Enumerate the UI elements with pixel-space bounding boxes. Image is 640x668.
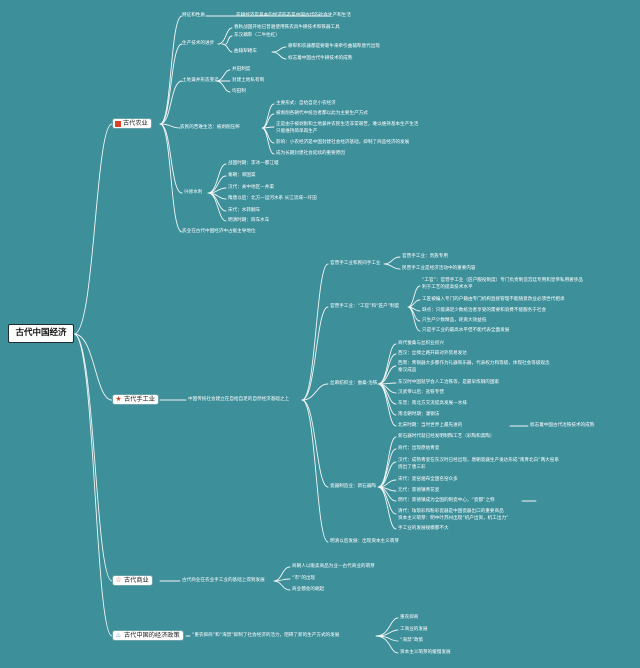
node-ceramic[interactable]: 瓷器制造业：新石器陶 <box>330 484 376 489</box>
node-water-6[interactable]: 明清时期：筒车水车 <box>228 218 270 223</box>
branch-label: 古代农业 <box>123 120 148 127</box>
node-land[interactable]: 土地兼并形态变迁 <box>182 78 219 83</box>
node-textile-7[interactable]: 南北朝时期：灌钢法 <box>398 412 440 417</box>
node-feature[interactable]: 特征和性质 <box>182 13 205 18</box>
fire-icon: ♨ <box>115 632 122 639</box>
node-tools[interactable]: 生产技术的进步 <box>182 41 215 46</box>
node-textile-1[interactable]: 商代蚕桑与丝织业初兴 <box>398 341 444 346</box>
node-later[interactable]: 明清以后发展：出现资本主义萌芽 <box>330 539 399 544</box>
handicraft-intro[interactable]: 中国传统社会建立在自给自足的自然经济基础之上 <box>188 397 290 402</box>
node-small-2[interactable]: 被剥削各朝代中统治者都以此为主要生产方式 <box>276 111 368 116</box>
node-official[interactable]: 官营手工业：“工官”和“匠户”制度 <box>330 304 400 309</box>
node-textile-8b[interactable]: 标志着中国古代冶铁技术的成熟 <box>530 423 595 428</box>
root-node[interactable]: 古代中国经济 <box>8 324 74 343</box>
node-land-3[interactable]: 均田制 <box>232 89 246 94</box>
node-ceramic-6[interactable]: 明代：景德镇成为全国的制瓷中心，“瓷都”之称 <box>398 498 495 503</box>
branch-label: 古代中国的经济政策 <box>124 632 180 639</box>
node-c1[interactable]: 商朝人以贩卖商品为业—古代商业的萌芽 <box>292 564 375 569</box>
node-tools-2[interactable]: 东汉耦犁（二牛抬杠） <box>234 33 280 38</box>
node-water-2[interactable]: 秦朝：郑国渠 <box>228 173 256 178</box>
branch-policy[interactable]: ♨ 古代中国的经济政策 <box>112 630 184 641</box>
node-tools-3b[interactable]: 标志着中国古代牛耕技术的成熟 <box>288 56 353 61</box>
node-ceramic-2[interactable]: 商代：出现原始青瓷 <box>398 446 440 451</box>
node-tools-3[interactable]: 曲辕犁耧车 <box>234 49 257 54</box>
node-water[interactable]: 兴修水利 <box>184 190 203 195</box>
node-small-3b[interactable]: 只能维持简单再生产 <box>276 129 318 134</box>
node-p4[interactable]: 资本主义萌芽的缓慢发展 <box>400 650 451 655</box>
node-textile-4[interactable]: 东汉时中国就学会人工治铁等，是最早炼钢的国家 <box>398 380 500 385</box>
star-icon: ★ <box>115 395 122 403</box>
node-govt-2[interactable]: 民营手工业是经济活动中的重要内容 <box>402 266 476 271</box>
node-tools-1[interactable]: 春秋战国开始已普遍使用铁农具牛耕技术和铁器工具 <box>234 25 340 30</box>
flag-icon <box>115 120 121 127</box>
node-ceramic-7[interactable]: 清代：珐琅彩和粉彩瓷器是中国瓷器出口的重要商品 <box>398 509 504 514</box>
node-govt[interactable]: 官营手工业和民间手工业 <box>330 261 381 266</box>
node-c3[interactable]: 商业都会的崛起 <box>292 587 325 592</box>
node-water-5[interactable]: 宋代：水转翻车 <box>228 208 261 213</box>
node-p2[interactable]: 工商业的发展 <box>400 627 428 632</box>
node-ceramic-4[interactable]: 宋代：瓷窑遍布全国名窑众多 <box>398 477 458 482</box>
node-ceramic-8[interactable]: 手工业的发展规模都不大 <box>398 526 449 531</box>
node-textile-3b[interactable]: 秦汉成品 <box>398 368 417 373</box>
node-water-1[interactable]: 战国时期：李冰—都江堰 <box>228 161 279 166</box>
node-textile-8[interactable]: 北宋时期：当时世界上最先进的 <box>398 423 463 428</box>
node-govt-1[interactable]: 官营手工业：贵族专用 <box>402 254 448 259</box>
node-feature-text[interactable]: 农耕经济是基本的经济形态是中国古代的社会生产和生活 <box>236 13 351 18</box>
node-ceramic-3b[interactable]: 烧出了唐三彩 <box>398 465 426 470</box>
node-small-4[interactable]: 影响：小农经济是中国封建社会经济基础，抑制了商品经济的发展 <box>276 140 410 145</box>
node-official-4[interactable]: 只生产少数精品，耗资大效益低 <box>422 318 487 323</box>
node-conclusion[interactable]: 农业在古代中国经济中占据主导地位 <box>182 229 256 234</box>
commerce-intro[interactable]: 古代商业在农业手工业的基础上得到发展 <box>182 578 265 583</box>
branch-label: 古代手工业 <box>124 396 155 403</box>
node-c2[interactable]: “市”的出现 <box>292 576 316 581</box>
branch-agriculture[interactable]: 古代农业 <box>112 118 152 129</box>
node-textile-2[interactable]: 西汉：丝绸之路开辟对外贸易发达 <box>398 351 467 356</box>
node-textile-3[interactable]: 西周：青铜器大多都作为礼器和乐器，代表权力和等级，体现社会等级观念 <box>398 361 550 366</box>
node-official-5[interactable]: 只是手工业的最高水平但不能代表全面发展 <box>422 328 510 333</box>
node-water-3[interactable]: 汉代：关中地区—井渠 <box>228 185 274 190</box>
node-water-4[interactable]: 隋唐以后：北方一运河水系 长江流域—圩田 <box>228 196 317 201</box>
node-small[interactable]: 农民的苦难生活：被剥削压榨 <box>180 125 240 130</box>
node-p3[interactable]: “海禁”政策 <box>400 638 424 643</box>
node-small-1[interactable]: 主要形式：自给自足小农经济 <box>276 101 336 106</box>
node-ceramic-7b[interactable]: 资本主义萌芽：明中叶苏州出现“机户出资，机工出力” <box>398 516 509 521</box>
node-ceramic-3[interactable]: 汉代：成熟青瓷在东汉时已经出现，唐朝瓷器生产发达形成“南青北白”两大窑系 <box>398 458 559 463</box>
branch-label: 古代商业 <box>124 577 149 584</box>
node-land-2[interactable]: 封建土地私有制 <box>232 78 265 83</box>
node-ceramic-5[interactable]: 元代：景德镇青花瓷 <box>398 488 440 493</box>
node-official-2[interactable]: 工匠被编入专门的户籍由专门机构直接管理不能随意改业必须世代相承 <box>422 297 565 302</box>
node-official-1[interactable]: “工官”：官营手工业（匠户服役制度）专门负责制造宫廷专用和皇帝私用奢侈品 <box>422 278 583 283</box>
node-textile-6[interactable]: 东晋：南北方交流提高发展—水排 <box>398 401 467 406</box>
node-small-3[interactable]: 正是由于被剥削和土地兼并农民生活非常艰苦，难以维持基本生产生活 <box>276 122 419 127</box>
node-tools-3a[interactable]: 耕犁和农器都是要靠牛来牵引曲辕犁唐代出现 <box>288 44 380 49</box>
node-land-1[interactable]: 井田制度 <box>232 67 251 72</box>
policy-intro[interactable]: “重农抑商”和“海禁”抑制了社会经济的活力，阻碍了新的生产方式的发展 <box>192 633 340 638</box>
node-official-3[interactable]: 缺点：只能满足少数统治者享受的需要和浪费不能服务于社会 <box>422 308 547 313</box>
node-ceramic-1[interactable]: 新石器时代就已经发明制陶工艺（彩陶和黑陶） <box>398 434 495 439</box>
branch-handicraft[interactable]: ★ 古代手工业 <box>112 394 159 405</box>
node-small-5[interactable]: 成为长期封建社会延续的重要原因 <box>276 151 345 156</box>
node-p1[interactable]: 重农抑商 <box>400 615 419 620</box>
branch-commerce[interactable]: ☆ 古代商业 <box>112 575 153 586</box>
node-textile[interactable]: 丝麻纺织业：蚕桑·治铁 <box>330 381 378 386</box>
node-textile-5[interactable]: 汉武帝以后：盐铁专营 <box>398 390 444 395</box>
node-official-1b[interactable]: 利于工艺的提高技术水平 <box>422 285 473 290</box>
star-outline-icon: ☆ <box>115 576 122 584</box>
